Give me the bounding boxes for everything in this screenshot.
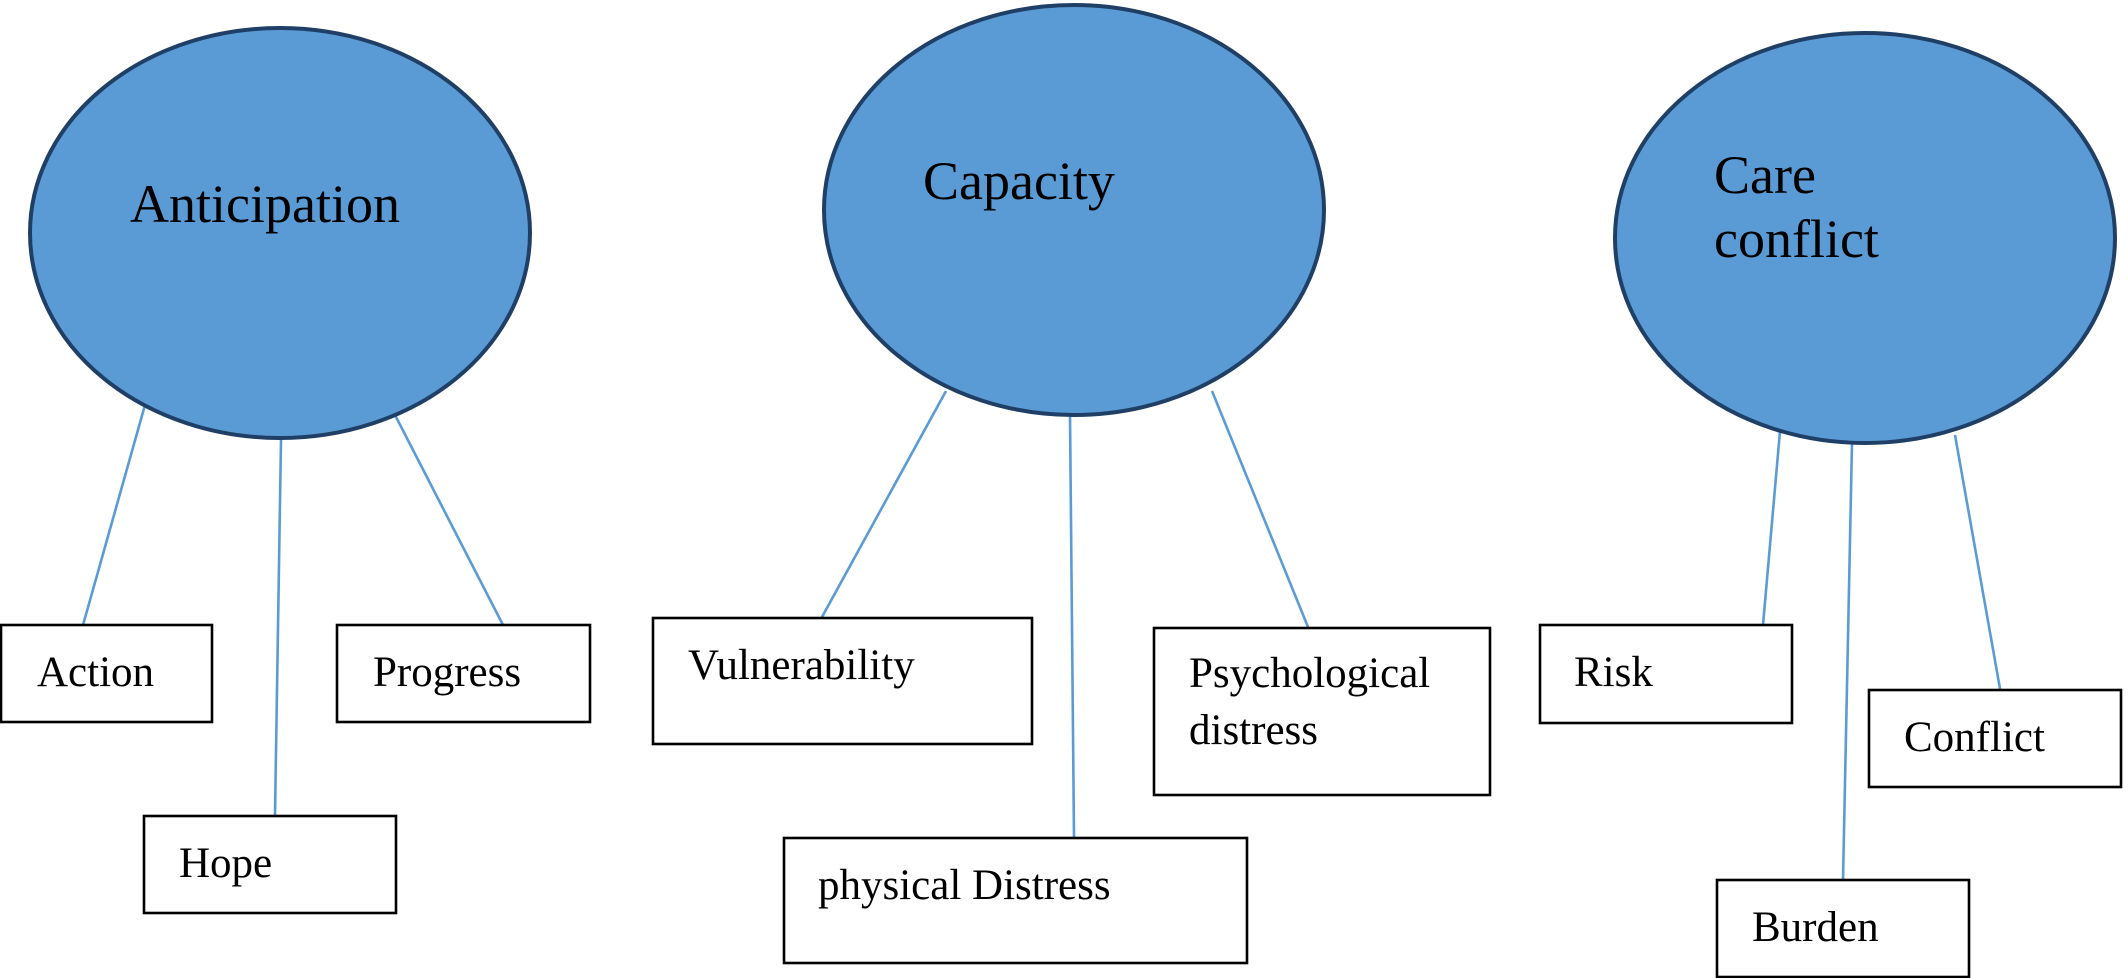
subtheme-vulnerability-label-line-1: Vulnerability	[688, 642, 915, 689]
subtheme-burden: Burden	[1715, 878, 1971, 978]
connector-capacity-physical-distress	[1068, 414, 1076, 839]
connector-capacity-psychological-distress	[1210, 390, 1310, 628]
connector-capacity-vulnerability	[820, 390, 948, 618]
subtheme-risk-box	[1538, 623, 1794, 725]
subtheme-vulnerability: Vulnerability	[651, 616, 1034, 746]
subtheme-progress: Progress	[335, 623, 592, 724]
subtheme-psychological-distress-label-line-2: distress	[1189, 707, 1318, 754]
subtheme-physical-distress-label-line-1: physical Distress	[818, 862, 1111, 909]
subtheme-psychological-distress: Psychological distress	[1152, 626, 1492, 797]
connector-care-conflict-conflict	[1953, 434, 2004, 701]
theme-anticipation-ellipse	[28, 26, 532, 440]
theme-care-conflict-ellipse	[1613, 31, 2117, 445]
connector-anticipation-hope	[273, 439, 283, 816]
subtheme-burden-box	[1715, 878, 1971, 978]
subtheme-psychological-distress-label-line-1: Psychological	[1189, 650, 1430, 697]
subtheme-hope-label-line-1: Hope	[179, 840, 272, 887]
subtheme-physical-distress-box	[782, 836, 1249, 965]
connectors	[81, 390, 2004, 881]
theme-capacity: Capacity	[822, 3, 1326, 417]
theme-anticipation-label-line-1: Anticipation	[130, 174, 400, 234]
subtheme-conflict: Conflict	[1867, 688, 2123, 789]
subtheme-conflict-label: Conflict	[1904, 714, 2045, 761]
theme-anticipation-label: Anticipation	[130, 174, 400, 234]
connector-anticipation-action	[81, 404, 147, 626]
theme-care-conflict-label: Care conflict	[1714, 145, 1879, 269]
subtheme-hope-box	[142, 814, 398, 915]
subtheme-action-label: Action	[37, 649, 154, 696]
subtheme-physical-distress-label: physical Distress	[818, 862, 1111, 909]
connector-care-conflict-burden	[1841, 442, 1854, 881]
theme-care-conflict-label-line-2: conflict	[1714, 209, 1879, 269]
theme-care-conflict-label-line-1: Care	[1714, 145, 1816, 205]
connector-anticipation-progress	[393, 414, 505, 626]
subtheme-progress-box	[335, 623, 592, 724]
subtheme-hope-label: Hope	[179, 840, 272, 887]
theme-capacity-label: Capacity	[923, 151, 1115, 211]
subtheme-conflict-label-line-1: Conflict	[1904, 714, 2045, 761]
subtheme-hope: Hope	[142, 814, 398, 915]
subtheme-physical-distress: physical Distress	[782, 836, 1249, 965]
connector-care-conflict-risk	[1761, 430, 1782, 626]
subtheme-psychological-distress-box	[1152, 626, 1492, 797]
subtheme-vulnerability-label: Vulnerability	[688, 642, 915, 689]
subtheme-psychological-distress-label: Psychological distress	[1189, 650, 1441, 754]
theme-anticipation: Anticipation	[28, 26, 532, 440]
subtheme-vulnerability-box	[651, 616, 1034, 746]
subtheme-progress-label: Progress	[373, 649, 521, 696]
subtheme-burden-label-line-1: Burden	[1752, 904, 1879, 951]
theme-care-conflict: Care conflict	[1613, 31, 2117, 445]
subtheme-action: Action	[0, 623, 214, 724]
theme-capacity-label-line-1: Capacity	[923, 151, 1115, 211]
subtheme-conflict-box	[1867, 688, 2123, 789]
theme-capacity-ellipse	[822, 3, 1326, 417]
subtheme-burden-label: Burden	[1752, 904, 1879, 951]
subtheme-action-label-line-1: Action	[37, 649, 154, 696]
subtheme-risk: Risk	[1538, 623, 1794, 725]
subtheme-action-box	[0, 623, 214, 724]
subtheme-progress-label-line-1: Progress	[373, 649, 521, 696]
subtheme-risk-label: Risk	[1574, 649, 1653, 696]
theme-nodes: Anticipation Capacity Care conflict	[28, 3, 2117, 445]
subtheme-risk-label-line-1: Risk	[1574, 649, 1653, 696]
subtheme-boxes: Action Hope Progress Vulnerability phy	[0, 616, 2123, 978]
